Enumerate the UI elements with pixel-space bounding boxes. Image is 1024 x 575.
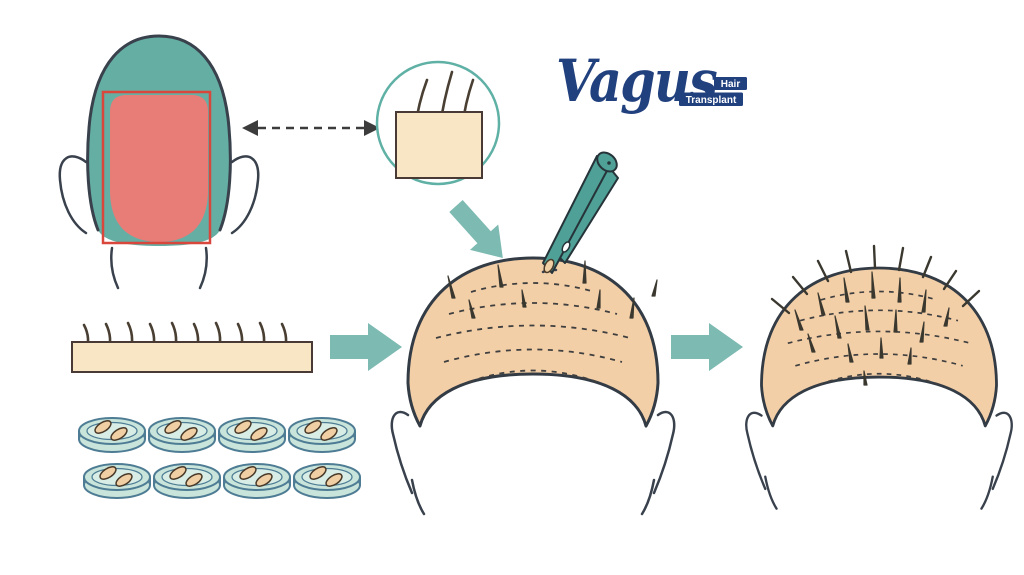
petri-dish-grid <box>78 417 361 499</box>
forceps-tool <box>541 151 619 274</box>
donor-area-shaded <box>110 95 208 242</box>
implanted-hairs <box>447 260 658 319</box>
arrowhead-right <box>364 120 380 136</box>
brand-logo: Vagus Hair Transplant <box>556 47 747 115</box>
graft-being-placed <box>543 258 555 274</box>
implant-head <box>390 256 676 516</box>
logo-badge-hair <box>714 77 747 90</box>
dashed-double-arrow <box>242 120 380 136</box>
petri-dish <box>223 463 291 499</box>
arrow-to-implant-head <box>330 323 402 371</box>
follicle-magnifier <box>375 60 501 186</box>
arrow-down-to-implant <box>449 199 503 259</box>
petri-dish <box>293 463 361 499</box>
left-ear-outline <box>58 155 88 235</box>
petri-dish <box>288 417 356 453</box>
donor-strip <box>71 321 313 373</box>
neck-line-left <box>110 246 120 290</box>
forceps-hinge-pin <box>607 161 611 165</box>
donor-head-back-view <box>58 34 260 290</box>
logo-badge-hair-text: Hair <box>721 79 741 90</box>
head-outline <box>86 34 232 232</box>
donor-area-marker-rectangle <box>101 90 212 245</box>
grown-hairs <box>770 244 981 386</box>
petri-dish <box>153 463 221 499</box>
petri-dish <box>148 417 216 453</box>
right-ear-outline <box>230 155 260 235</box>
logo-badge-transplant <box>679 92 743 106</box>
logo-badge-transplant-text: Transplant <box>686 95 737 106</box>
petri-dish <box>218 417 286 453</box>
skin-cross-section <box>395 70 483 179</box>
petri-dish <box>78 417 146 453</box>
petri-dish <box>83 463 151 499</box>
result-head <box>744 266 1014 511</box>
neck-line-right <box>198 246 208 290</box>
arrowhead-left <box>242 120 258 136</box>
arrow-to-result-head <box>671 323 743 371</box>
